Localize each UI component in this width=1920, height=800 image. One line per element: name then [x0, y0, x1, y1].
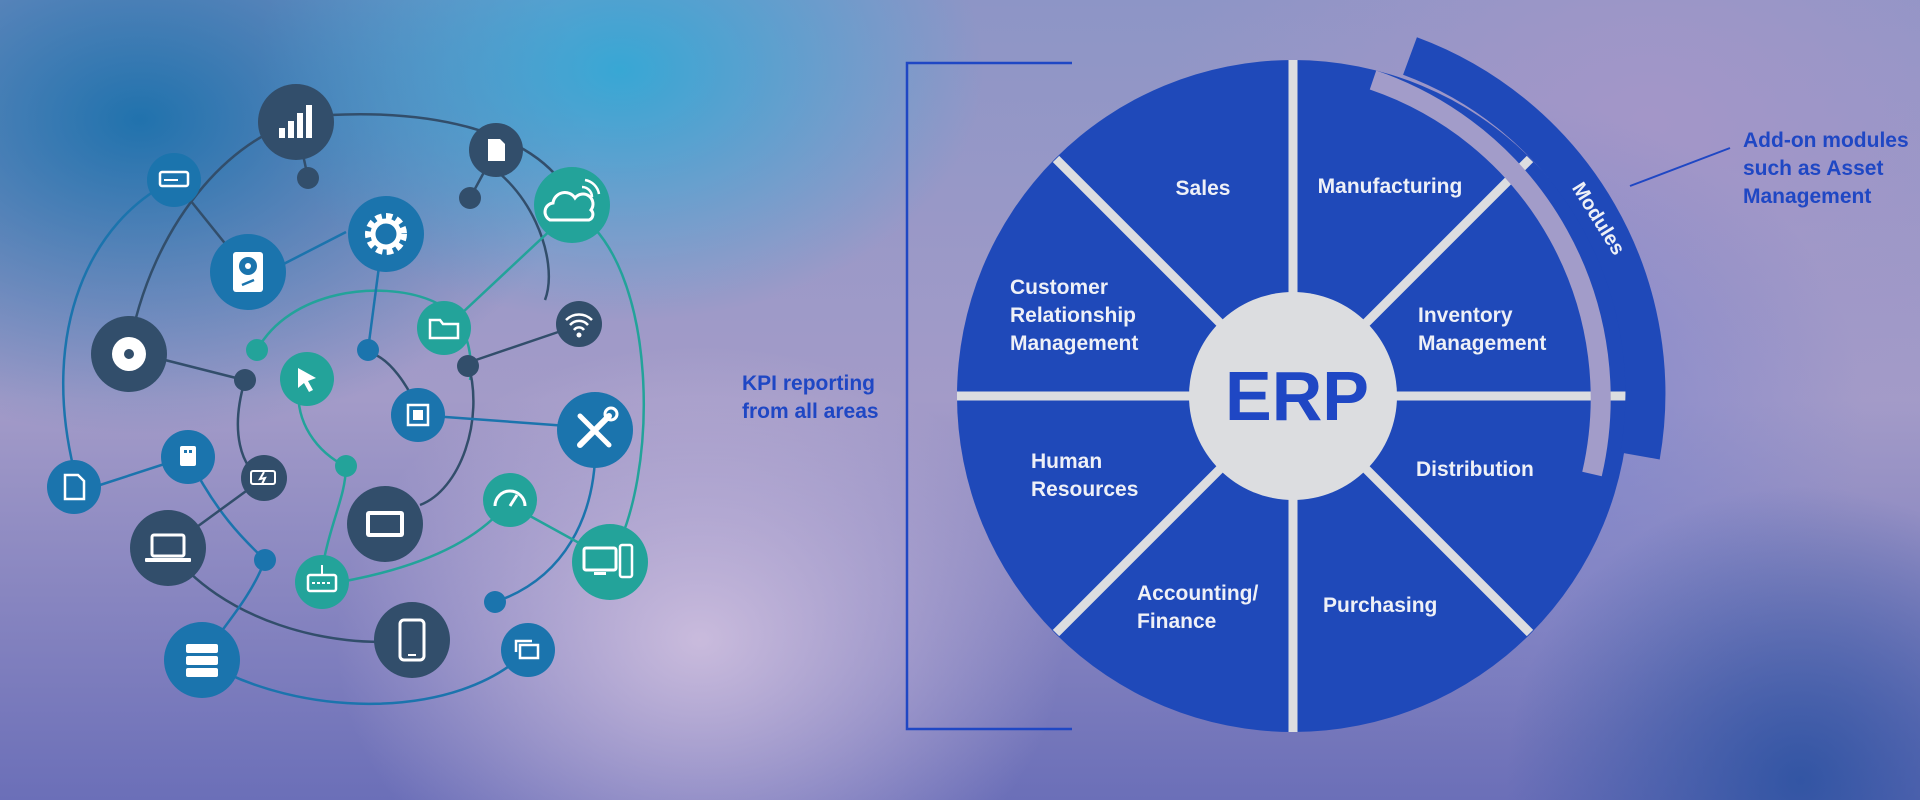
junction-dot [457, 355, 479, 377]
junction-dot [335, 455, 357, 477]
tools-icon [557, 392, 633, 468]
junction-dot [357, 339, 379, 361]
junction-dot [459, 187, 481, 209]
connector-line [466, 326, 571, 365]
junction-dot [246, 339, 268, 361]
server-icon [164, 622, 240, 698]
segment-sales: Sales [1176, 177, 1231, 200]
kpi-label: KPI reporting from all areas [742, 372, 881, 423]
connector-arc [571, 208, 645, 561]
modules-gap-arc [1369, 70, 1611, 477]
bar-chart-icon [258, 84, 334, 160]
segment-accounting: Accounting/ Finance [1137, 582, 1264, 633]
smartphone-icon [374, 602, 450, 678]
segment-inventory: Inventory Management [1418, 304, 1546, 355]
tablet-icon [347, 486, 423, 562]
cloud-icon [534, 167, 610, 243]
addon-pointer-line [1629, 147, 1731, 187]
junction-dot [297, 167, 319, 189]
usb-icon [161, 430, 215, 484]
wifi-icon [556, 301, 602, 347]
speedometer-icon [483, 473, 537, 527]
sd-card-icon [469, 123, 523, 177]
folder-icon [417, 301, 471, 355]
addon-label: Add-on modules such as Asset Management [1743, 129, 1915, 208]
erp-wheel: ERP Sales Manufacturing Customer Relatio… [957, 60, 1629, 732]
modules-arc [1403, 37, 1666, 460]
connector-arc [419, 362, 475, 507]
battery-icon [241, 455, 287, 501]
segment-hr: Human Resources [1031, 450, 1138, 501]
segment-manufacturing: Manufacturing [1318, 175, 1463, 198]
segment-crm: Customer Relationship Management [1010, 276, 1142, 355]
junction-dot [234, 369, 256, 391]
segment-distribution: Distribution [1416, 458, 1534, 481]
junction-dot [484, 591, 506, 613]
hard-drive-icon [147, 153, 201, 207]
connector-arc [201, 649, 529, 705]
icon-nodes [47, 84, 648, 698]
gear-icon [348, 196, 424, 272]
keyboard-icon [295, 555, 349, 609]
segment-purchasing: Purchasing [1323, 594, 1437, 617]
document-icon [47, 460, 101, 514]
connector-arc [61, 178, 175, 471]
erp-center [1189, 292, 1397, 500]
cursor-icon [280, 352, 334, 406]
windows-icon [501, 623, 555, 677]
junction-dots [234, 167, 506, 613]
laptop-icon [130, 510, 206, 586]
kpi-bracket [905, 61, 1072, 731]
desktop-computer-icon [572, 524, 648, 600]
erp-center-label: ERP [1225, 357, 1369, 435]
connector-line [164, 358, 245, 382]
harddisk-icon [210, 234, 286, 310]
disc-icon [91, 316, 167, 392]
chip-icon [391, 388, 445, 442]
junction-dot [254, 549, 276, 571]
